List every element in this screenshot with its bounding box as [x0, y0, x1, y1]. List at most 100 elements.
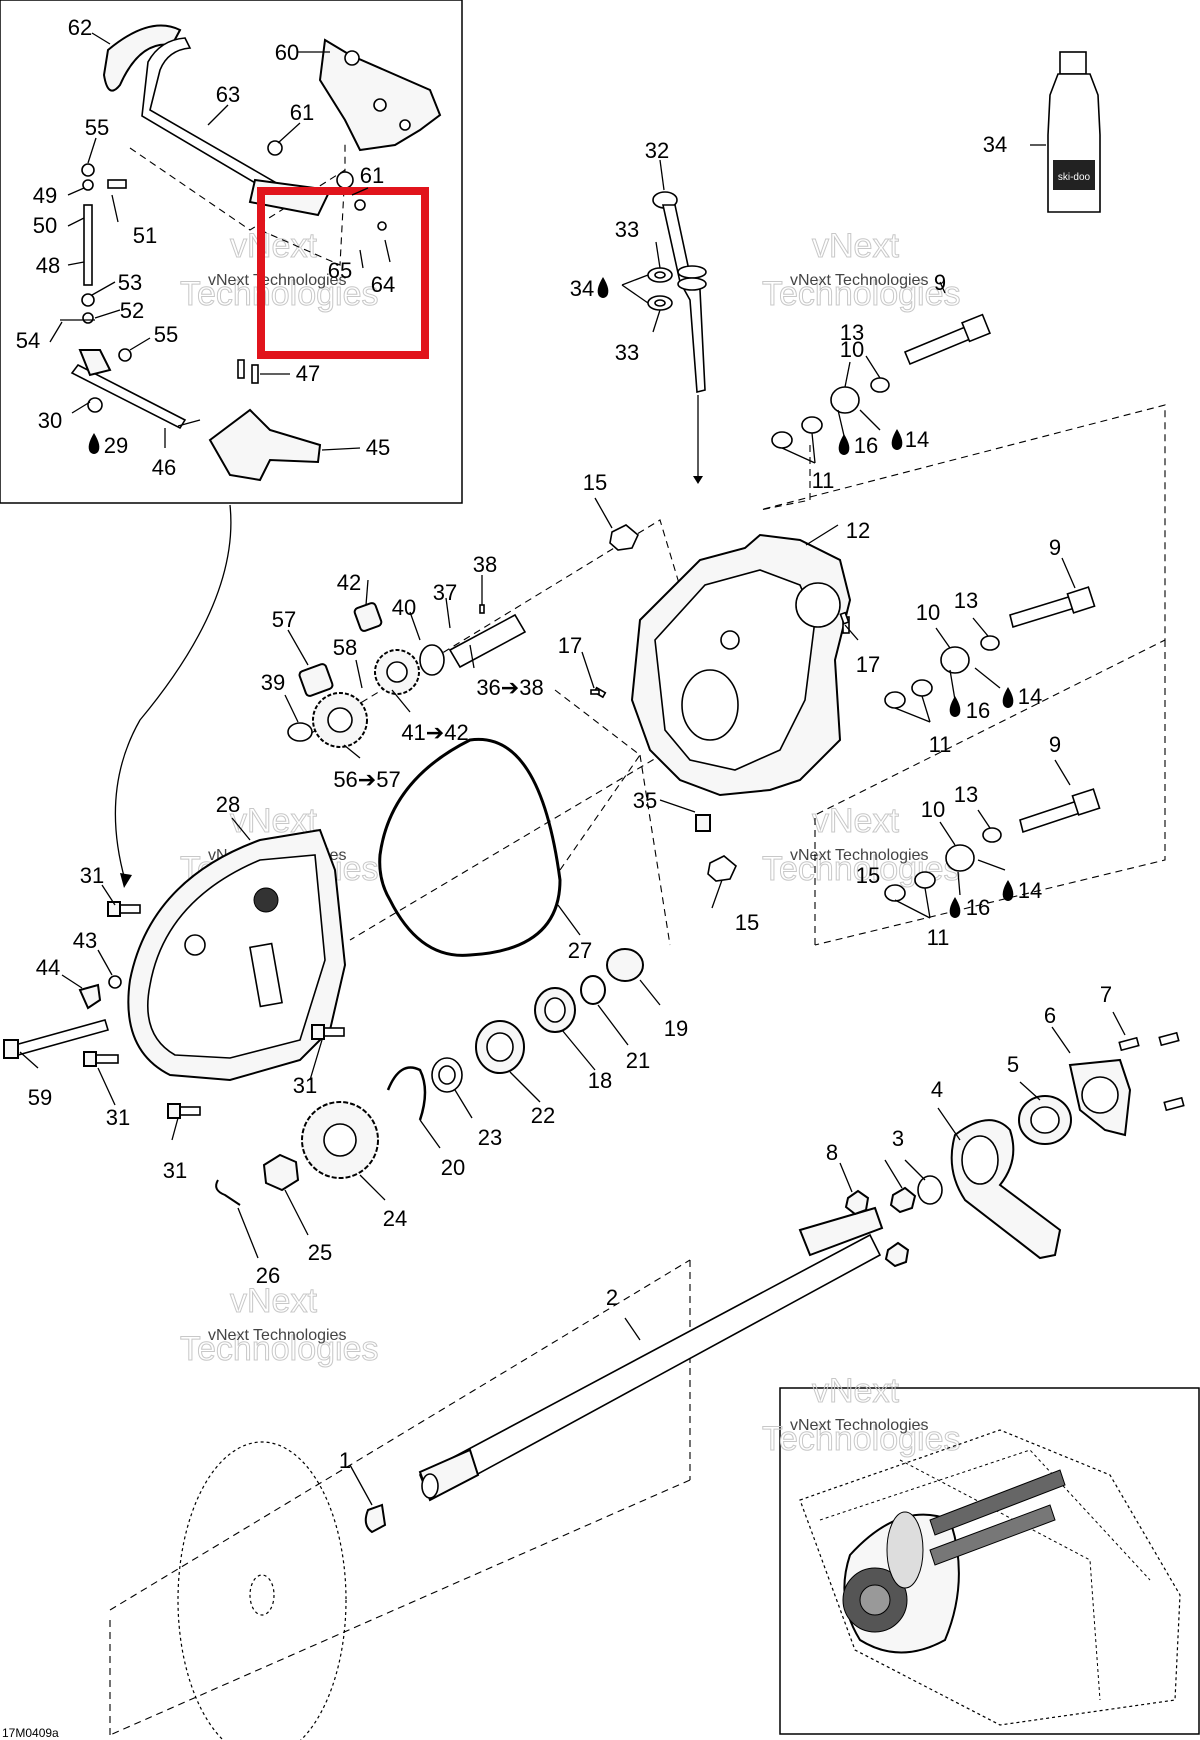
oil-drop-icon [1002, 880, 1014, 901]
oil-drop-icon [838, 434, 850, 455]
callout-27: 27 [568, 938, 592, 963]
callout-1: 1 [339, 1448, 351, 1473]
callout-55: 55 [154, 322, 178, 347]
callout-15: 15 [856, 863, 880, 888]
callout-41: 41➔42 [401, 720, 468, 745]
callout-20: 20 [441, 1155, 465, 1180]
callout-9: 9 [934, 270, 946, 295]
oil-drop-icon [949, 696, 961, 717]
shift-bracket [318, 38, 442, 152]
callout-56: 56➔57 [333, 767, 400, 792]
callout-31: 31 [163, 1158, 187, 1183]
callout-62: 62 [68, 15, 92, 40]
callout-61: 61 [290, 100, 314, 125]
callout-65: 65 [328, 258, 352, 283]
callout-24: 24 [383, 1206, 407, 1231]
watermark-text: vNext [230, 227, 317, 265]
callout-55: 55 [85, 115, 109, 140]
callout-15: 15 [735, 910, 759, 935]
callout-57: 57 [272, 607, 296, 632]
callout-11: 11 [927, 925, 950, 950]
callout-7: 7 [1100, 982, 1112, 1007]
callout-30: 30 [38, 408, 62, 433]
callout-13: 13 [954, 588, 978, 613]
callout-63: 63 [216, 82, 240, 107]
callout-54: 54 [16, 328, 40, 353]
watermark-text: vNext [812, 802, 899, 840]
callout-11: 11 [812, 468, 835, 493]
figure-code: 17M0409a [2, 1726, 59, 1740]
callout-46: 46 [152, 455, 176, 480]
callout-25: 25 [308, 1240, 332, 1265]
callout-5: 5 [1007, 1052, 1019, 1077]
oil-drop-icon [949, 897, 961, 918]
oil-drop-icon [88, 433, 100, 454]
callout-40: 40 [392, 595, 416, 620]
callout-28: 28 [216, 792, 240, 817]
callout-42: 42 [337, 570, 361, 595]
callout-45: 45 [366, 435, 390, 460]
oil-drop-icon [597, 277, 609, 298]
highlight-box [257, 187, 429, 359]
leader-lines [19, 32, 1126, 1506]
watermark-text: vNext [812, 227, 899, 265]
callout-10: 10 [840, 337, 864, 362]
callout-38: 38 [473, 552, 497, 577]
callout-64: 64 [371, 272, 395, 297]
watermark-text: vNext Technologies [790, 1417, 928, 1434]
housing-bolt-groups [593, 313, 1101, 902]
watermark-text: Technologies [180, 1330, 378, 1368]
drive-shaft [418, 1233, 882, 1502]
callout-29: 29 [104, 433, 128, 458]
callout-11: 11 [929, 732, 952, 757]
watermark-text: vNext [812, 1372, 899, 1410]
callout-14: 14 [905, 427, 929, 452]
callout-12: 12 [846, 518, 870, 543]
callout-61: 61 [360, 163, 384, 188]
callout-18: 18 [588, 1068, 612, 1093]
callout-60: 60 [275, 40, 299, 65]
watermark-text: vNext Technologies [790, 847, 928, 864]
watermark-text: vNext Technologies [208, 1327, 346, 1344]
callout-33: 33 [615, 340, 639, 365]
callout-48: 48 [36, 253, 60, 278]
watermark-text: Technologies [762, 275, 960, 313]
shift-linkage-assembly [60, 24, 442, 482]
callout-49: 49 [33, 183, 57, 208]
callout-15: 15 [583, 470, 607, 495]
callout-53: 53 [118, 270, 142, 295]
callout-9: 9 [1049, 732, 1061, 757]
callout-26: 26 [256, 1263, 280, 1288]
top-left-inset-frame [0, 0, 463, 504]
callout-52: 52 [120, 298, 144, 323]
callout-9: 9 [1049, 535, 1061, 560]
bottle-label: ski-doo [1058, 172, 1091, 183]
callout-21: 21 [626, 1048, 650, 1073]
watermark-group: vNext Technologies vNext Technologies vN… [180, 227, 961, 1459]
callout-13: 13 [840, 320, 864, 345]
callout-4: 4 [931, 1077, 943, 1102]
callout-8: 8 [826, 1140, 838, 1165]
watermark-text: vNext Technologies [208, 272, 346, 289]
callout-44: 44 [36, 955, 60, 980]
callout-59: 59 [28, 1085, 52, 1110]
callout-16: 16 [966, 698, 990, 723]
callout-43: 43 [73, 928, 97, 953]
oil-drop-icon [1002, 687, 1014, 708]
callout-33: 33 [615, 217, 639, 242]
callout-47: 47 [296, 361, 320, 386]
callout-22: 22 [531, 1103, 555, 1128]
watermark-text: vNext [230, 1282, 317, 1320]
gear-train [287, 602, 600, 748]
callout-16: 16 [854, 433, 878, 458]
assembly-guide-lines [109, 140, 1166, 1736]
callout-17: 17 [856, 652, 880, 677]
callout-14: 14 [1018, 684, 1042, 709]
shift-rod [141, 37, 282, 196]
oil-drop-icons [88, 277, 1014, 918]
bottom-right-inset-frame [779, 1387, 1200, 1735]
callout-16: 16 [966, 895, 990, 920]
callout-34: 34 [570, 276, 594, 301]
callout-3: 3 [892, 1126, 904, 1151]
location-inset [799, 1429, 1181, 1726]
